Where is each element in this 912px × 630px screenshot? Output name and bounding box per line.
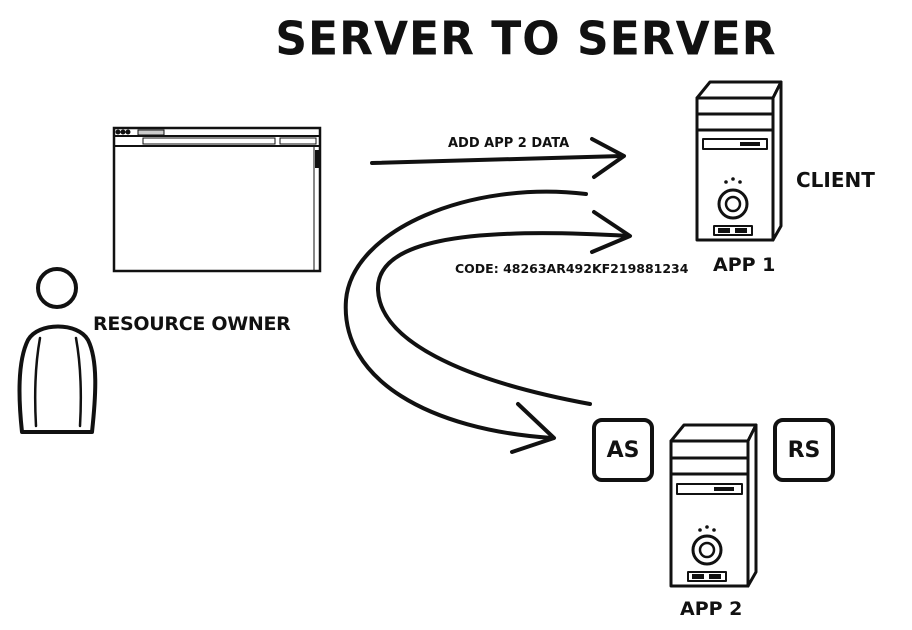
resource-owner-label: RESOURCE OWNER (93, 313, 291, 335)
app2-label: APP 2 (680, 598, 743, 620)
app1-label: APP 1 (713, 254, 776, 276)
add-data-arrow (370, 137, 626, 179)
app1-to-as-arrow (343, 189, 588, 454)
authorization-code-label: CODE: 48263AR492KF219881234 (455, 261, 689, 276)
as-to-app1-code-arrow (375, 210, 632, 406)
browser-window-icon (112, 126, 322, 273)
resource-server-box: RS (773, 418, 835, 482)
app2-server-icon (669, 423, 758, 588)
diagram-title: SERVER TO SERVER (275, 12, 777, 67)
authorization-server-box: AS (592, 418, 654, 482)
client-label: CLIENT (796, 168, 875, 192)
add-app-data-label: ADD APP 2 DATA (448, 136, 570, 151)
resource-owner-icon (17, 267, 98, 434)
app1-server-icon (695, 80, 783, 242)
